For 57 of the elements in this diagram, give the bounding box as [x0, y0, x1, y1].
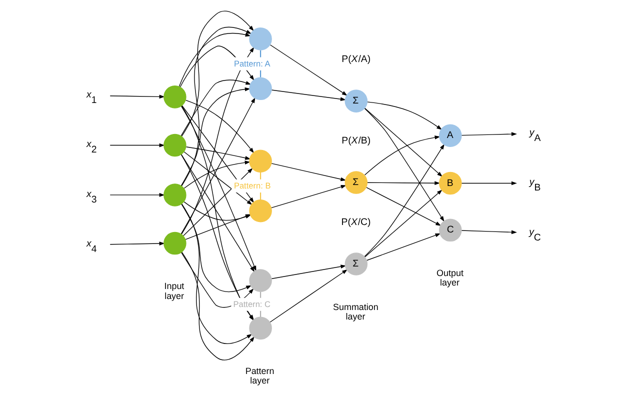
label: Pattern layer — [245, 366, 274, 386]
node-circle — [249, 150, 272, 173]
arrow — [110, 143, 165, 148]
label: Output layer — [436, 268, 464, 288]
node-circle — [164, 184, 186, 206]
arrow — [181, 10, 254, 137]
arrow — [270, 184, 346, 208]
node-circle — [164, 86, 186, 108]
label: Summation layer — [333, 302, 378, 322]
node-circle: B — [438, 172, 462, 195]
node-label: P(X/A) — [342, 54, 371, 66]
node-circle: Σ — [344, 90, 368, 112]
node-circle — [249, 269, 272, 292]
arrow — [364, 136, 440, 176]
arrow — [180, 80, 252, 136]
arrow — [461, 230, 517, 234]
arrow — [270, 44, 348, 96]
arrow — [271, 163, 346, 182]
node-circle — [249, 316, 272, 340]
label: Input layer — [164, 281, 184, 301]
arrow — [110, 242, 165, 246]
arrow — [184, 160, 250, 189]
arrow — [366, 102, 442, 130]
arrow — [271, 264, 346, 280]
arrow — [180, 97, 256, 234]
arrow — [366, 181, 440, 186]
node-circle: Σ — [344, 252, 368, 276]
arrow — [364, 108, 444, 222]
arrow — [270, 269, 348, 323]
node-circle: Σ — [344, 171, 368, 194]
arrow — [185, 100, 254, 154]
node-circle — [249, 28, 272, 50]
arrow — [184, 151, 252, 205]
node-circle — [249, 77, 272, 100]
arrow — [181, 46, 254, 235]
arrow — [180, 87, 250, 186]
arrow — [366, 187, 442, 226]
node-circle: C — [438, 218, 462, 242]
arrow — [364, 190, 442, 258]
arrow — [180, 154, 255, 272]
arrow — [110, 94, 165, 99]
node-label: P(X/B) — [342, 136, 371, 147]
arrow — [271, 90, 346, 102]
arrow — [461, 132, 517, 136]
arrow — [110, 193, 165, 197]
node-circle: A — [438, 124, 462, 147]
node-circle — [164, 134, 186, 157]
arrow — [364, 144, 445, 257]
node-circle — [164, 232, 186, 255]
node-circle — [249, 199, 272, 222]
arrow — [461, 181, 517, 186]
arrow — [181, 26, 252, 186]
node-label: P(X/C) — [341, 217, 371, 228]
arrow — [366, 233, 441, 261]
arrow — [186, 146, 251, 160]
arrow — [178, 32, 251, 87]
arrow — [364, 108, 443, 177]
